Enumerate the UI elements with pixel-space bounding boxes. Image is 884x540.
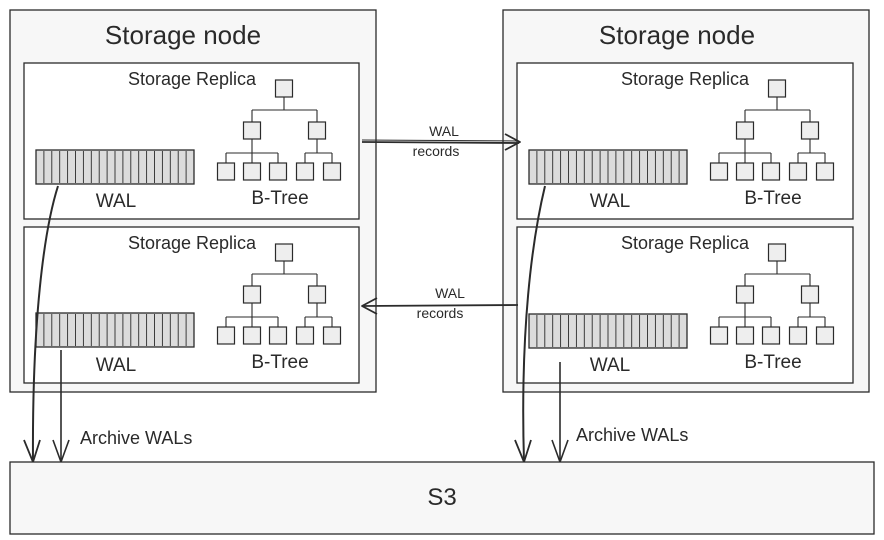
- btree-icon: [709, 243, 835, 345]
- btree-leaf-node: [735, 162, 755, 181]
- btree-icon: [216, 79, 342, 181]
- btree-branch-node: [242, 285, 262, 304]
- arrowhead: [504, 133, 521, 151]
- btree-branch-node: [307, 285, 327, 304]
- link-label: records: [417, 305, 464, 321]
- btree-leaf-node: [295, 326, 315, 345]
- wal-records-arrow-right: WAL records: [361, 123, 521, 159]
- btree-root-node: [767, 79, 787, 98]
- btree-branch-node: [307, 121, 327, 140]
- btree-branch-node: [735, 285, 755, 304]
- s3-storage: S3: [9, 461, 875, 535]
- btree-branch-node: [242, 121, 262, 140]
- btree-label: B-Tree: [251, 352, 308, 373]
- replica-title: Storage Replica: [621, 69, 750, 89]
- wal-log: [528, 149, 688, 185]
- btree-leaf-node: [322, 326, 342, 345]
- btree-root-node: [767, 243, 787, 262]
- wal-records-arrow-left: WAL records: [361, 285, 519, 321]
- btree-leaf-node: [216, 162, 236, 181]
- replica-frame: [516, 62, 854, 220]
- replica-title: Storage Replica: [128, 69, 257, 89]
- wal-label: WAL: [96, 191, 136, 212]
- storage-replica: Storage Replica WAL B-Tree: [23, 226, 360, 384]
- btree-leaf-node: [322, 162, 342, 181]
- btree-root-node: [274, 243, 294, 262]
- btree-leaf-node: [242, 326, 262, 345]
- archive-arrows-right: Archive WALs: [514, 185, 688, 463]
- s3-label: S3: [427, 484, 456, 511]
- btree-leaf-node: [761, 162, 781, 181]
- wal-log: [35, 312, 195, 348]
- btree-leaf-node: [295, 162, 315, 181]
- storage-replica: Storage Replica WAL B-Tree: [516, 62, 854, 220]
- storage-node-2: Storage node Storage Replica WAL B-Tree …: [502, 9, 870, 393]
- btree-label: B-Tree: [744, 188, 801, 209]
- btree-leaf-node: [735, 326, 755, 345]
- wal-log: [528, 313, 688, 349]
- link-label: records: [413, 143, 460, 159]
- btree-leaf-node: [268, 162, 288, 181]
- btree-leaf-node: [761, 326, 781, 345]
- btree-leaf-node: [788, 326, 808, 345]
- replica-title: Storage Replica: [621, 233, 750, 253]
- storage-node-1: Storage node Storage Replica WAL B-Tree …: [9, 9, 377, 393]
- btree-label: B-Tree: [744, 352, 801, 373]
- btree-leaf-node: [216, 326, 236, 345]
- wal-label: WAL: [96, 355, 136, 376]
- btree-leaf-node: [709, 162, 729, 181]
- btree-leaf-node: [815, 162, 835, 181]
- wal-log: [35, 149, 195, 185]
- replica-frame: [516, 226, 854, 384]
- btree-icon: [216, 243, 342, 345]
- wal-label: WAL: [590, 355, 630, 376]
- storage-node-title: Storage node: [599, 20, 755, 50]
- btree-leaf-node: [268, 326, 288, 345]
- s3-frame: [9, 461, 875, 535]
- archive-label: Archive WALs: [80, 428, 192, 448]
- storage-replica: Storage Replica WAL B-Tree: [23, 62, 360, 220]
- btree-leaf-node: [815, 326, 835, 345]
- btree-icon: [709, 79, 835, 181]
- btree-root-node: [274, 79, 294, 98]
- arrowhead: [361, 297, 378, 315]
- replica-title: Storage Replica: [128, 233, 257, 253]
- link-label: WAL: [435, 285, 465, 301]
- wal-label: WAL: [590, 191, 630, 212]
- btree-leaf-node: [242, 162, 262, 181]
- storage-replica: Storage Replica WAL B-Tree: [516, 226, 854, 384]
- replica-frame: [23, 62, 360, 220]
- archive-label: Archive WALs: [576, 425, 688, 445]
- storage-node-title: Storage node: [105, 20, 261, 50]
- link-label: WAL: [429, 123, 459, 139]
- btree-branch-node: [800, 121, 820, 140]
- btree-leaf-node: [788, 162, 808, 181]
- btree-branch-node: [800, 285, 820, 304]
- btree-branch-node: [735, 121, 755, 140]
- replica-frame: [23, 226, 360, 384]
- btree-leaf-node: [709, 326, 729, 345]
- btree-label: B-Tree: [251, 188, 308, 209]
